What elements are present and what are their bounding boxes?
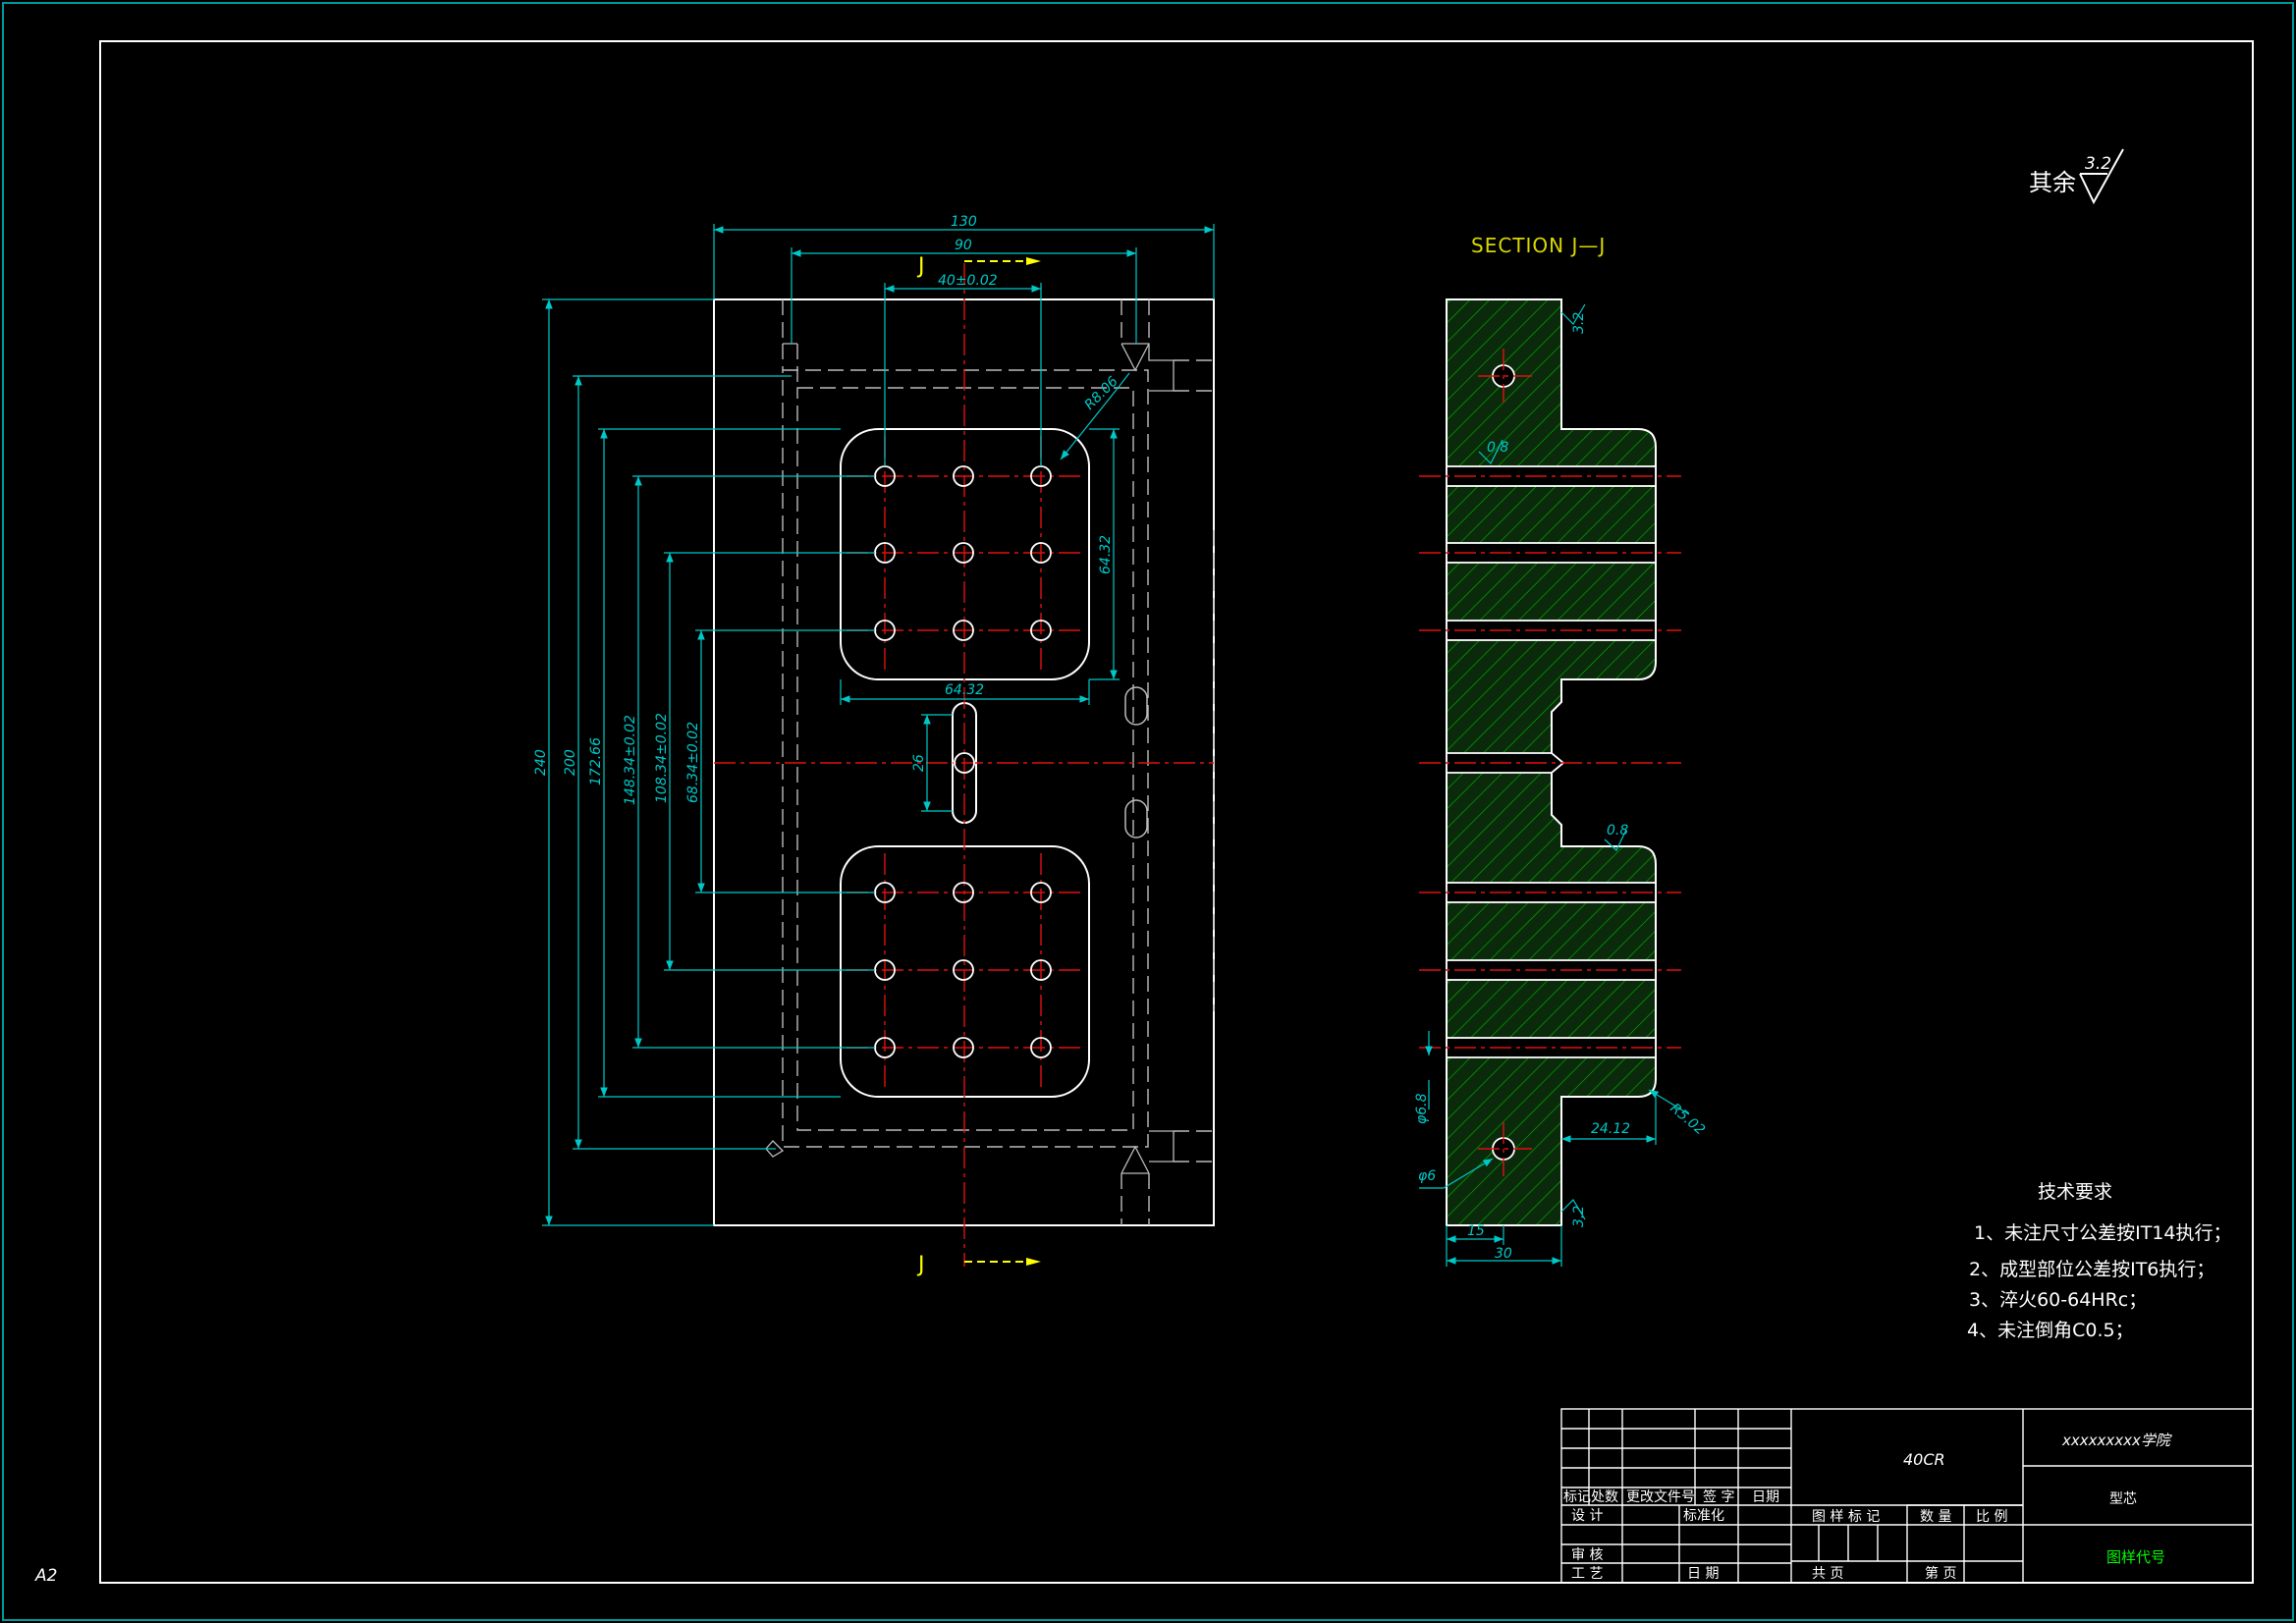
tb-sheet-no: 第 页 — [1925, 1565, 1956, 1582]
dim-pocket-height: 64.32 — [1098, 535, 1114, 574]
section-bores — [1446, 465, 1657, 1058]
section-centerlines — [1419, 349, 1681, 1176]
section-finish-2: 0.8 — [1607, 823, 1628, 839]
dim-radius-r: R5.02 — [1667, 1101, 1708, 1139]
tb-drawing-number: 图样代号 — [2106, 1548, 2165, 1566]
tb-material: 40CR — [1903, 1450, 1945, 1469]
inner-frame — [99, 40, 2254, 1584]
tb-scale: 比 例 — [1976, 1509, 2007, 1525]
cut-letter-bottom: J — [916, 1253, 925, 1277]
dim-width-overall: 130 — [951, 214, 977, 230]
tb-role-review: 审 核 — [1571, 1547, 1603, 1563]
tb-rev-count: 处数 — [1591, 1489, 1618, 1505]
tb-part-name: 型芯 — [2109, 1491, 2137, 1507]
dim-height-overall: 240 — [533, 749, 549, 776]
tech-req-item-3: 3、淬火60-64HRc； — [1969, 1289, 2147, 1311]
dim-height-148: 148.34±0.02 — [623, 715, 638, 805]
section-dimensions — [1419, 303, 1690, 1267]
dim-corner-radius: R8.06 — [1082, 374, 1121, 413]
section-cut-markers: J J — [916, 254, 1041, 1277]
tb-role-design: 设 计 — [1571, 1508, 1603, 1524]
dim-height-200: 200 — [563, 749, 578, 776]
dim-width-inner: 90 — [955, 238, 972, 253]
cut-letter-top: J — [916, 254, 925, 279]
surface-finish-symbol: 其余 3.2 — [2029, 148, 2124, 205]
dim-slot-length: 26 — [911, 754, 927, 772]
section-finish-1: 0.8 — [1487, 440, 1508, 456]
tech-req-title: 技术要求 — [2038, 1181, 2112, 1203]
tb-stage-mark: 图 样 标 记 — [1812, 1509, 1880, 1525]
dim-15: 15 — [1467, 1223, 1485, 1239]
tb-quantity: 数 量 — [1920, 1509, 1951, 1525]
title-block-text: 标记 处数 更改文件号 签 字 日期 设 计 标准化 审 核 工 艺 日 期 4… — [1563, 1432, 2172, 1582]
tb-rev-doc: 更改文件号 — [1626, 1489, 1695, 1505]
centerlines — [714, 263, 1214, 1267]
hidden-lines — [782, 299, 1215, 1225]
title-block — [1560, 1408, 2254, 1584]
front-dimensions — [542, 224, 1215, 1226]
sheet-size-label: A2 — [34, 1566, 57, 1586]
tb-rev-date: 日期 — [1752, 1489, 1779, 1505]
dim-height-108: 108.34±0.02 — [654, 713, 670, 803]
section-finish-top: 3.2 — [1571, 312, 1587, 334]
section-finish-bottom: 3.2 — [1571, 1206, 1587, 1227]
section-title: SECTION J—J — [1471, 234, 1606, 257]
tb-role-process: 工 艺 — [1571, 1566, 1603, 1582]
dim-offset: 24.12 — [1591, 1121, 1630, 1137]
tb-school: xxxxxxxxx学院 — [2061, 1432, 2172, 1449]
dim-height-68: 68.34±0.02 — [685, 722, 701, 803]
tech-req-item-4: 4、未注倒角C0.5； — [1967, 1320, 2134, 1341]
surface-finish-value: 3.2 — [2085, 154, 2111, 174]
surface-finish-label: 其余 — [2029, 169, 2076, 196]
tb-rev-sign: 签 字 — [1703, 1488, 1734, 1505]
dim-hole-spacing: 40±0.02 — [938, 273, 998, 289]
dim-hole-small: φ6 — [1418, 1168, 1436, 1184]
tb-rev-mark: 标记 — [1563, 1489, 1591, 1505]
technical-requirements: 技术要求 1、未注尺寸公差按IT14执行； 2、成型部位公差按IT6执行； 3、… — [1967, 1181, 2231, 1341]
tech-req-item-2: 2、成型部位公差按IT6执行； — [1969, 1259, 2214, 1280]
tb-std: 标准化 — [1683, 1508, 1724, 1524]
tb-sheets-total: 共 页 — [1812, 1566, 1843, 1582]
front-view: J J — [533, 214, 1215, 1277]
tb-date: 日 期 — [1687, 1566, 1719, 1582]
dim-counterbore: φ6.8 — [1414, 1093, 1430, 1124]
tech-req-item-1: 1、未注尺寸公差按IT14执行； — [1974, 1222, 2231, 1244]
dim-30: 30 — [1495, 1246, 1512, 1262]
dim-pocket-width: 64.32 — [945, 682, 984, 698]
hole-pattern — [874, 465, 1052, 1058]
section-view: SECTION J—J — [1414, 234, 1708, 1267]
dim-height-172: 172.66 — [588, 737, 604, 785]
